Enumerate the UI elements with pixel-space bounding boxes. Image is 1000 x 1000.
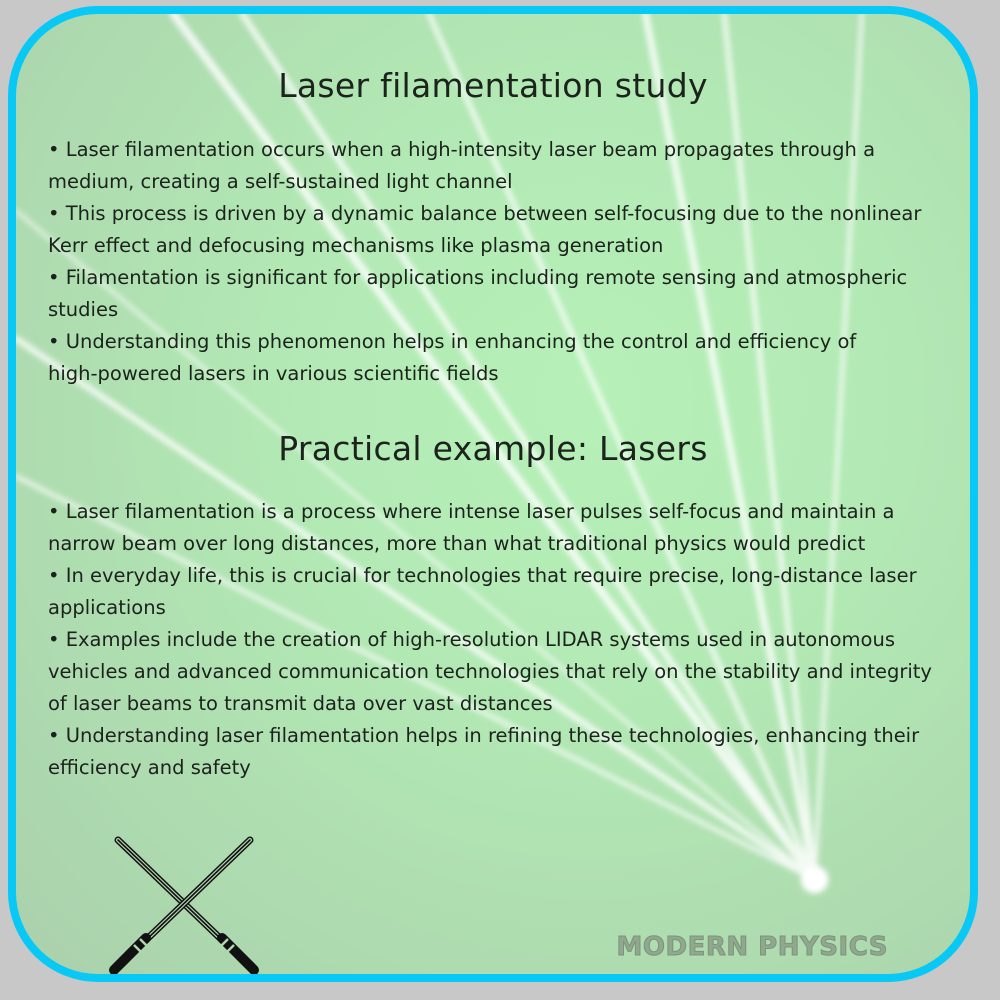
text-line: medium, creating a self-sustained light … bbox=[48, 170, 513, 193]
text-line: • Understanding this phenomenon helps in… bbox=[48, 330, 857, 353]
study-paragraph: • Laser filamentation occurs when a high… bbox=[48, 134, 968, 390]
text-line: applications bbox=[48, 596, 166, 619]
text-line: high-powered lasers in various scientifi… bbox=[48, 362, 499, 385]
text-line: Kerr effect and defocusing mechanisms li… bbox=[48, 234, 664, 257]
text-line: • Laser filamentation occurs when a high… bbox=[48, 138, 876, 161]
section-title-study: Laser filamentation study bbox=[278, 66, 708, 105]
text-line: • In everyday life, this is crucial for … bbox=[48, 564, 917, 587]
infographic-card: Laser filamentation study • Laser filame… bbox=[8, 6, 978, 982]
text-line: of laser beams to transmit data over vas… bbox=[48, 692, 553, 715]
section-title-example: Practical example: Lasers bbox=[278, 429, 708, 468]
text-line: vehicles and advanced communication tech… bbox=[48, 660, 932, 683]
brand-logo: MODERN PHYSICS bbox=[616, 932, 888, 963]
text-line: narrow beam over long distances, more th… bbox=[48, 532, 866, 555]
text-line: • Understanding laser filamentation help… bbox=[48, 724, 920, 747]
text-line: • Filamentation is significant for appli… bbox=[48, 266, 908, 289]
text-line: • Examples include the creation of high-… bbox=[48, 628, 895, 651]
text-line: efficiency and safety bbox=[48, 756, 251, 779]
text-line: • Laser filamentation is a process where… bbox=[48, 500, 895, 523]
crossed-lightsabers-icon bbox=[109, 836, 259, 974]
example-paragraph: • Laser filamentation is a process where… bbox=[48, 496, 968, 784]
laser-beams-background bbox=[16, 14, 864, 894]
text-line: studies bbox=[48, 298, 119, 321]
text-line: • This process is driven by a dynamic ba… bbox=[48, 202, 922, 225]
content: Laser filamentation study • Laser filame… bbox=[16, 14, 970, 974]
